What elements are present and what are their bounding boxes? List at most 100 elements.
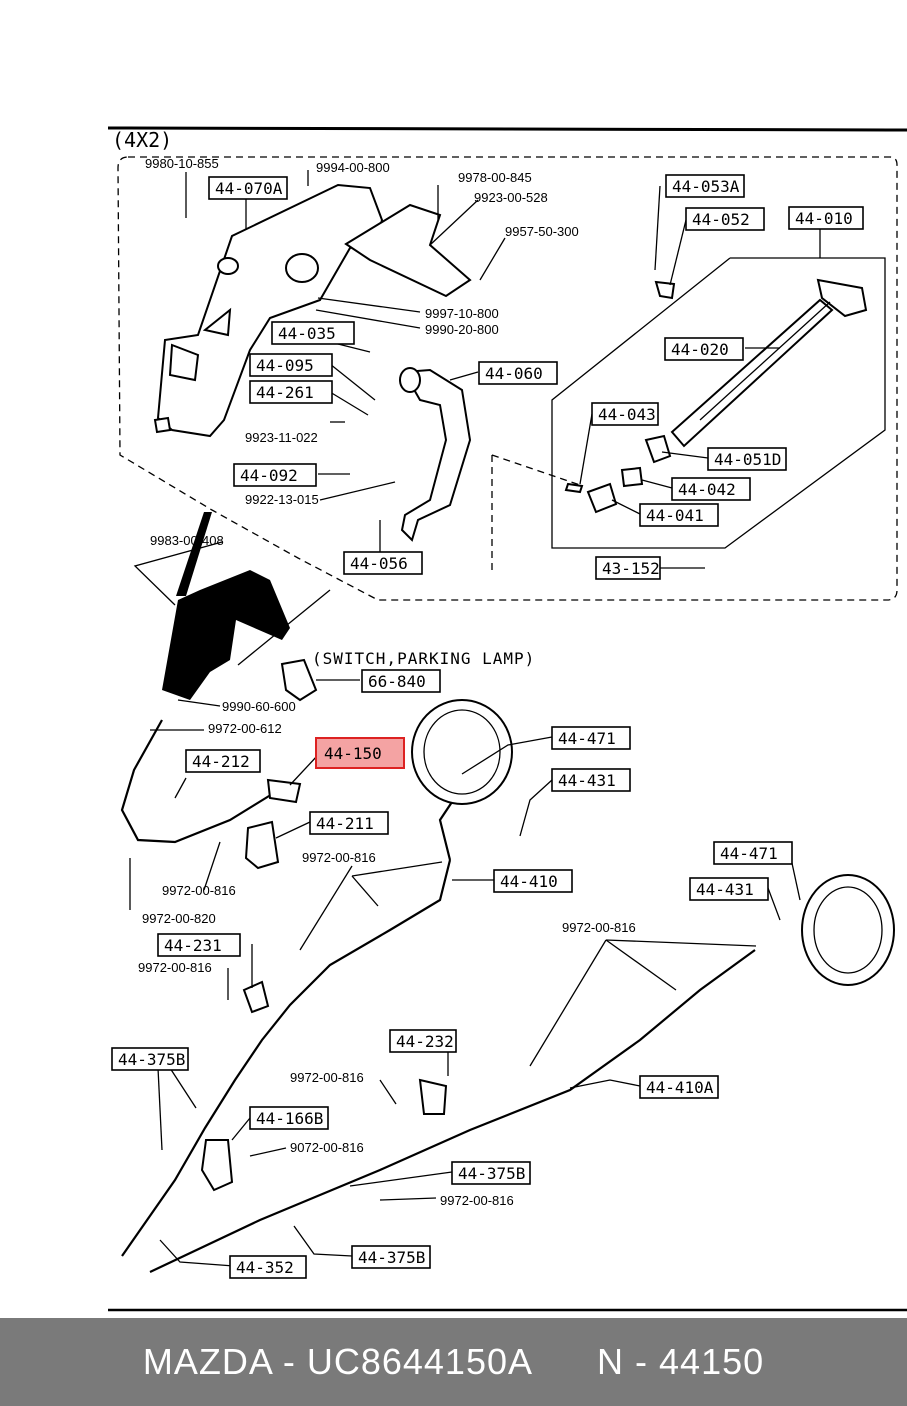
part-label-box [639,503,719,527]
part-label-44-375b: 44-375B [111,1047,189,1071]
part-label-text: 44-150 [324,744,382,763]
part-label-text: 44-212 [192,752,250,771]
part-label-text: 44-410 [500,872,558,891]
pedal-lever [344,203,472,542]
part-label-text: 44-410A [646,1078,714,1097]
parking-lamp-switch [280,658,318,702]
part-label-box [689,877,769,901]
part-label-44-010: 44-010 [788,206,864,230]
part-label-text: 44-092 [240,466,298,485]
part-label-box [249,1106,329,1130]
bolt-ref-9972-00-816: 9972-00-816 [138,960,212,975]
part-label-44-052: 44-052 [685,207,765,231]
part-label-44-043: 44-043 [591,402,659,426]
part-label-box [664,337,744,361]
part-label-box [551,726,631,750]
part-label-text: 44-060 [485,364,543,383]
part-label-box [595,556,661,580]
bolt-ref-9923-11-022: 9923-11-022 [245,430,318,445]
part-label-box [351,1245,431,1269]
parking-brake-diagram: (4X2) [107,126,907,1312]
footer-bar: MAZDA - UC8644150A N - 44150 [0,1318,907,1406]
part-label-text: 44-053A [672,177,740,196]
part-label-box [208,176,288,200]
rear-cable-right [149,949,756,1273]
part-label-text: 66-840 [368,672,426,691]
part-label-text: 44-375B [358,1248,425,1267]
bolt-ref-9072-00-816: 9072-00-816 [290,1140,364,1155]
pedal-pointer [176,512,212,596]
part-label-box [493,869,573,893]
part-label-box [229,1255,307,1279]
handle-fittings [564,280,676,514]
bolt-ref-9972-00-816: 9972-00-816 [302,850,376,865]
part-label-text: 44-095 [256,356,314,375]
part-label-66-840: 66-840 [361,669,441,693]
part-label-44-352: 44-352 [229,1255,307,1279]
part-label-box [185,749,261,773]
part-label-box [389,1029,457,1053]
bracket-44-231 [242,980,270,1014]
part-label-box [361,669,441,693]
brake-handle [670,278,868,448]
part-label-box [707,447,787,471]
part-label-44-060: 44-060 [478,361,558,385]
part-label-44-410a: 44-410A [639,1075,719,1099]
front-cable [120,719,283,844]
part-label-text: 44-431 [558,771,616,790]
brake-drum-left [801,874,895,986]
part-label-44-056: 44-056 [343,551,423,575]
part-label-text: 44-261 [256,383,314,402]
part-label-text: 43-152 [602,559,660,578]
part-label-box [685,207,765,231]
pedal-bracket [153,183,384,438]
part-label-text: 44-471 [558,729,616,748]
part-label-44-431: 44-431 [551,768,631,792]
part-label-44-375b: 44-375B [451,1161,531,1185]
bolt-ref-9972-00-820: 9972-00-820 [142,911,216,926]
bolt-ref-9972-00-612: 9972-00-612 [208,721,282,736]
part-label-text: 44-056 [350,554,408,573]
bolt-ref-9923-00-528: 9923-00-528 [474,190,548,205]
bolt-ref-9957-50-300: 9957-50-300 [505,224,579,239]
part-label-44-150: 44-150 [315,737,405,769]
part-label-box [315,737,405,769]
part-label-text: 44-352 [236,1258,294,1277]
part-label-44-095: 44-095 [249,353,333,377]
part-label-text: 44-232 [396,1032,454,1051]
variant-label: (4X2) [112,128,172,152]
part-label-text: 44-051D [714,450,781,469]
part-label-44-212: 44-212 [185,749,261,773]
top-rule [107,126,907,132]
part-label-44-041: 44-041 [639,503,719,527]
brake-drum-right [411,699,513,805]
bolt-ref-9980-10-855: 9980-10-855 [145,156,219,171]
bolt-ref-9972-00-816: 9972-00-816 [162,883,236,898]
part-label-text: 44-020 [671,340,729,359]
part-label-44-070a: 44-070A [208,176,288,200]
part-label-44-051d: 44-051D [707,447,787,471]
part-label-box [233,463,317,487]
part-label-box [551,768,631,792]
part-label-box [249,353,333,377]
bolt-ref-9972-00-816: 9972-00-816 [440,1193,514,1208]
part-label-box [157,933,241,957]
part-label-text: 44-043 [598,405,656,424]
part-label-box [713,841,793,865]
part-label-text: 44-431 [696,880,754,899]
part-label-44-232: 44-232 [389,1029,457,1053]
leader-lines [129,170,821,1267]
part-label-box [788,206,864,230]
part-label-text: 44-010 [795,209,853,228]
part-label-text: 44-166B [256,1109,323,1128]
part-label-text: 44-231 [164,936,222,955]
bracket-44-232 [418,1078,448,1115]
bracket-44-211 [244,820,280,870]
part-label-box [309,811,389,835]
part-label-text: 44-375B [118,1050,185,1069]
part-label-44-431: 44-431 [689,877,769,901]
part-label-box [665,174,745,198]
part-label-44-020: 44-020 [664,337,744,361]
